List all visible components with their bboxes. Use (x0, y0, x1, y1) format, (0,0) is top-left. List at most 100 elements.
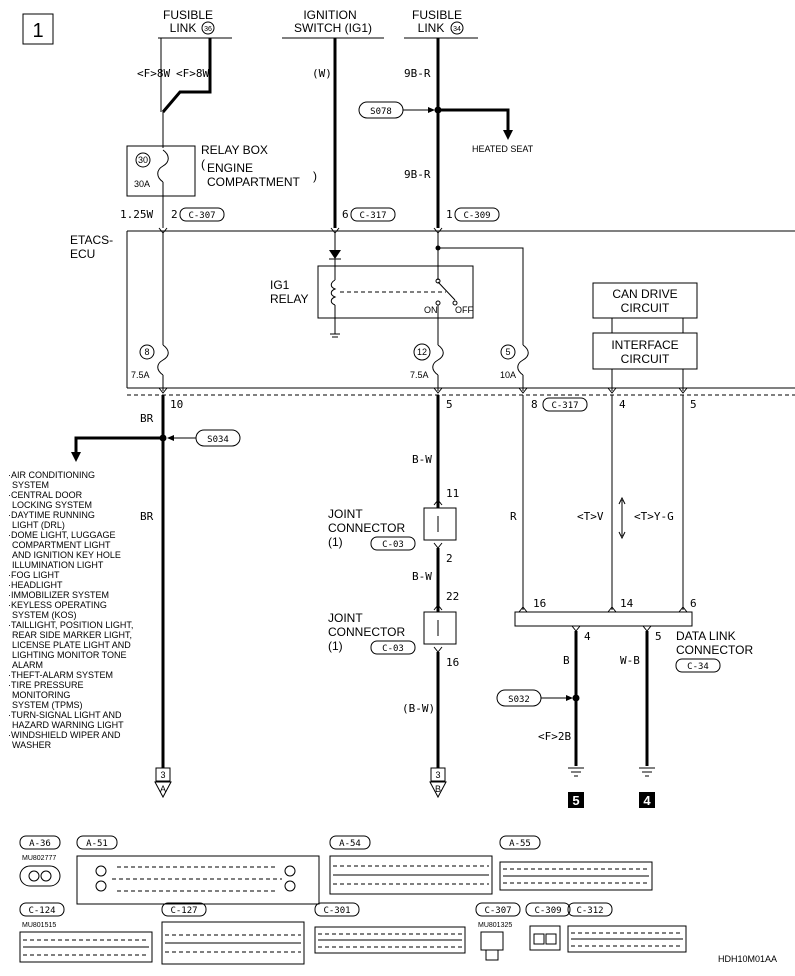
conn-a51-label: A-51 (86, 839, 108, 849)
fuse-8-num: 8 (144, 347, 149, 357)
conn-c317b: C-317 (551, 401, 578, 411)
relay-box-title: RELAY BOX (201, 143, 268, 157)
pin-dl5: 5 (655, 630, 662, 643)
conn-a54-body (329, 855, 493, 895)
j2-chevron-bottom (433, 646, 443, 653)
relay-box-sub2: COMPARTMENT (207, 175, 301, 189)
interface-line2: CIRCUIT (621, 352, 670, 366)
system-line-21: ·TIRE PRESSURE (8, 680, 84, 690)
wire-9br-top: 9B-R (404, 67, 431, 80)
wire-f2b-label: <F>2B (538, 730, 571, 743)
conn-c307-badge (179, 207, 225, 222)
wire-tv-label: <T>V (577, 510, 604, 523)
pin-10: 10 (170, 398, 183, 411)
pin-j2-bottom: 16 (446, 656, 459, 669)
system-line-14: SYSTEM (KOS) (12, 610, 77, 620)
conn-c301-body (314, 926, 466, 954)
conn-a51-pin-right-top (284, 865, 296, 877)
conn-c307: C-307 (188, 211, 215, 221)
source-fusible-36-line1: FUSIBLE (163, 8, 213, 22)
data-link-connector (514, 611, 693, 627)
conn-a54-label: A-54 (339, 839, 361, 849)
system-line-20: ·THEFT-ALARM SYSTEM (8, 670, 113, 680)
terminal-b-num: 3 (435, 770, 440, 780)
conn-c301-badge (314, 902, 360, 917)
dl-chevron-5 (642, 625, 652, 632)
system-line-12: ·IMMOBILIZER SYSTEM (8, 590, 109, 600)
conn-c312-badge (567, 902, 613, 917)
pin-dl6: 6 (690, 597, 697, 610)
conn-c301-label: C-301 (323, 906, 350, 916)
ig1-relay-line1: IG1 (270, 278, 290, 292)
system-line-10: ·FOG LIGHT (8, 570, 60, 580)
j2-chevron-top (433, 604, 443, 611)
diode-triangle (329, 250, 341, 259)
system-line-8: AND IGNITION KEY HOLE (12, 550, 121, 560)
system-line-2: ·CENTRAL DOOR (8, 490, 83, 500)
wire-wb-label: W-B (620, 654, 640, 667)
systems-list: ·AIR CONDITIONING SYSTEM ·CENTRAL DOOR L… (8, 470, 133, 750)
pin-dl16: 16 (533, 597, 546, 610)
system-line-11: ·HEADLIGHT (8, 580, 63, 590)
wire-tyg-label: <T>Y-G (634, 510, 674, 523)
pin-dl14: 14 (620, 597, 634, 610)
wire-9br-mid: 9B-R (404, 168, 431, 181)
ground-4-box (639, 792, 655, 808)
conn-a51-badge (76, 835, 118, 850)
system-line-22: MONITORING (12, 690, 70, 700)
conn-a36-pin1 (28, 870, 40, 882)
system-line-0: ·AIR CONDITIONING (8, 470, 95, 480)
interface-box (592, 332, 698, 370)
dl-chevron-4 (571, 625, 581, 632)
splice-s032-label: S032 (508, 695, 530, 705)
etacs-line2: ECU (70, 247, 95, 261)
conn-c309-pin1 (533, 933, 545, 945)
system-line-6: ·DOME LIGHT, LUGGAGE (8, 530, 116, 540)
wire-r-label: R (510, 510, 517, 523)
conn-c127-badge (161, 902, 207, 917)
can-drive-line1: CAN DRIVE (612, 287, 677, 301)
system-line-23: SYSTEM (TPMS) (12, 700, 83, 710)
splice-s078-label: S078 (370, 107, 392, 117)
terminal-a-box (155, 767, 171, 782)
fuse-8-symbol (157, 344, 169, 376)
system-line-15: ·TAILLIGHT, POSITION LIGHT, (8, 620, 133, 630)
system-line-25: HAZARD WARNING LIGHT (12, 720, 124, 730)
system-line-19: ALARM (12, 660, 43, 670)
wire-br-top: BR (140, 412, 154, 425)
conn-c307-pic-badge (475, 902, 521, 917)
relay-box (126, 145, 196, 197)
wire-bw-1-label: B-W (412, 453, 432, 466)
conn-c309-pic-badge (525, 902, 571, 917)
fuse-5-symbol (517, 344, 529, 376)
pin-c307: 2 (171, 208, 178, 221)
system-line-13: ·KEYLESS OPERATING (8, 600, 107, 610)
conn-c124-badge (19, 902, 65, 917)
system-line-1: SYSTEM (12, 480, 49, 490)
pin-4: 4 (619, 398, 626, 411)
source-34-num: 34 (453, 26, 461, 33)
conn-a51-pin-left-top (95, 865, 107, 877)
fuse-12-num: 12 (417, 347, 427, 357)
ig1-relay-box (317, 265, 474, 319)
wire-b-label: B (563, 654, 570, 667)
chevron-out-4 (607, 387, 617, 394)
fuse-12-amp: 7.5A (410, 370, 429, 380)
conn-c309-badge (454, 207, 500, 222)
joint-1-line2: CONNECTOR (328, 521, 405, 535)
terminal-b-letter: B (435, 784, 441, 794)
conn-a54-badge (329, 835, 371, 850)
wire-heated-seat (438, 108, 510, 136)
j1-chevron-top (433, 499, 443, 506)
conn-c124-part: MU801515 (22, 922, 56, 929)
fuse-5-num: 5 (505, 347, 510, 357)
conn-c309-body (529, 925, 561, 951)
doc-code: HDH10M01AA (718, 954, 777, 964)
relay-fuse-num: 30 (138, 155, 148, 165)
can-drive-line2: CIRCUIT (621, 301, 670, 315)
relay-fuse-amp: 30A (134, 179, 150, 189)
wire-f8w-b: <F>8W (176, 67, 209, 80)
relay-box-paren-close: ) (313, 169, 317, 183)
conn-c317-badge (350, 207, 396, 222)
pin-c309: 1 (446, 208, 453, 221)
